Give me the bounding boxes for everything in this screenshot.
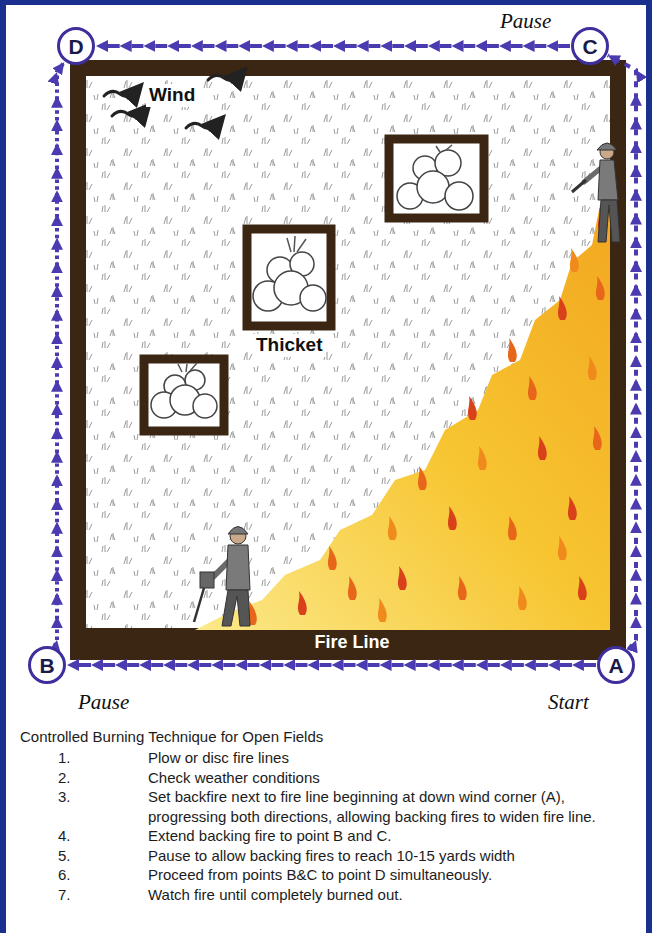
flame	[538, 436, 547, 460]
wind-label: Wind	[146, 84, 198, 107]
bush	[151, 370, 217, 418]
flame	[570, 248, 579, 272]
direction-arrow-line	[54, 62, 64, 646]
drip-torch	[200, 572, 214, 588]
step-text: Pause to allow backing fires to reach 10…	[148, 846, 632, 866]
flame	[508, 516, 517, 540]
corner-letter: A	[608, 655, 623, 676]
step-text: Set backfire next to fire line beginning…	[148, 787, 632, 826]
worker-hat	[597, 143, 617, 150]
flame	[528, 376, 537, 400]
bush-stem	[287, 236, 306, 252]
figure-caption: Controlled Burning Technique for Open Fi…	[20, 727, 323, 747]
bush-stem	[178, 363, 197, 372]
step-text: Proceed from points B&C to point D simul…	[148, 865, 632, 885]
thicket	[389, 139, 484, 218]
flame	[328, 546, 337, 570]
flame	[378, 598, 387, 622]
flame	[568, 496, 577, 520]
direction-arrow-line	[608, 55, 636, 649]
corner-circle: A	[597, 646, 635, 684]
pause-label: Pause	[78, 690, 129, 715]
bush-part	[445, 182, 473, 210]
worker-legs	[598, 200, 620, 242]
bush	[253, 252, 326, 311]
wind-arrow	[186, 123, 218, 128]
flames	[248, 208, 607, 625]
step-text: Extend backing fire to point B and C.	[148, 826, 632, 846]
corner-letter: B	[39, 655, 54, 676]
flame	[478, 446, 487, 470]
corner-circle: C	[571, 27, 609, 65]
plowed-fire-line	[70, 60, 626, 660]
worker-hat	[228, 527, 248, 535]
flame	[508, 338, 517, 362]
step-number: 4.	[58, 826, 71, 846]
bush-part	[193, 394, 217, 418]
step-number: 1.	[58, 748, 71, 768]
bush-stem	[436, 145, 452, 152]
wind-arrow	[112, 111, 144, 116]
corner-letter: C	[582, 36, 597, 57]
step-number: 7.	[58, 885, 71, 905]
worker-legs	[222, 590, 250, 626]
flame	[596, 276, 605, 300]
direction-arrow-line	[96, 44, 570, 48]
step-number: 5.	[58, 846, 71, 866]
corner-circle: D	[57, 27, 95, 65]
flame	[558, 296, 567, 320]
corner-circle: B	[28, 646, 66, 684]
flame	[448, 506, 457, 530]
worker-body	[598, 160, 618, 200]
flame	[348, 576, 357, 600]
flame	[578, 576, 587, 600]
step-text: Plow or disc fire lines	[148, 748, 632, 768]
corner-letter: D	[68, 36, 83, 57]
worker-figure	[572, 143, 620, 242]
torch	[572, 180, 586, 192]
flame	[518, 586, 527, 610]
flame	[458, 576, 467, 600]
step-text: Watch fire until completely burned out.	[148, 885, 632, 905]
bush-part	[417, 171, 449, 203]
bush-part	[300, 285, 326, 311]
start-label: Start	[548, 690, 589, 715]
thicket	[247, 229, 331, 326]
step-number: 2.	[58, 768, 71, 788]
wind-arrow	[208, 75, 240, 80]
bush	[397, 150, 473, 210]
step-text: Check weather conditions	[148, 768, 632, 788]
wind-arrows	[104, 75, 240, 128]
thicket-fire-line	[247, 229, 331, 326]
thicket	[144, 359, 224, 431]
fire-area	[195, 175, 610, 630]
thicket-label: Thicket	[253, 334, 326, 357]
worker-arm	[584, 168, 601, 182]
pause-label: Pause	[500, 9, 551, 34]
flame	[593, 426, 602, 450]
thicket-fire-line	[389, 139, 484, 218]
flame	[388, 516, 397, 540]
flame	[298, 591, 307, 615]
flame	[418, 466, 427, 490]
flame	[398, 566, 407, 590]
worker-figure	[194, 527, 250, 627]
flame	[588, 356, 597, 380]
fire-line-label: Fire Line	[309, 632, 394, 654]
worker-body	[226, 545, 250, 590]
flame	[468, 396, 477, 420]
step-number: 6.	[58, 865, 71, 885]
wind-arrow	[104, 91, 136, 96]
white-panel	[6, 5, 646, 933]
step-number: 3.	[58, 787, 71, 807]
direction-arrow-line	[67, 663, 596, 667]
drip-torch-spout	[194, 588, 204, 622]
flame	[558, 536, 567, 560]
thicket-fire-line	[144, 359, 224, 431]
